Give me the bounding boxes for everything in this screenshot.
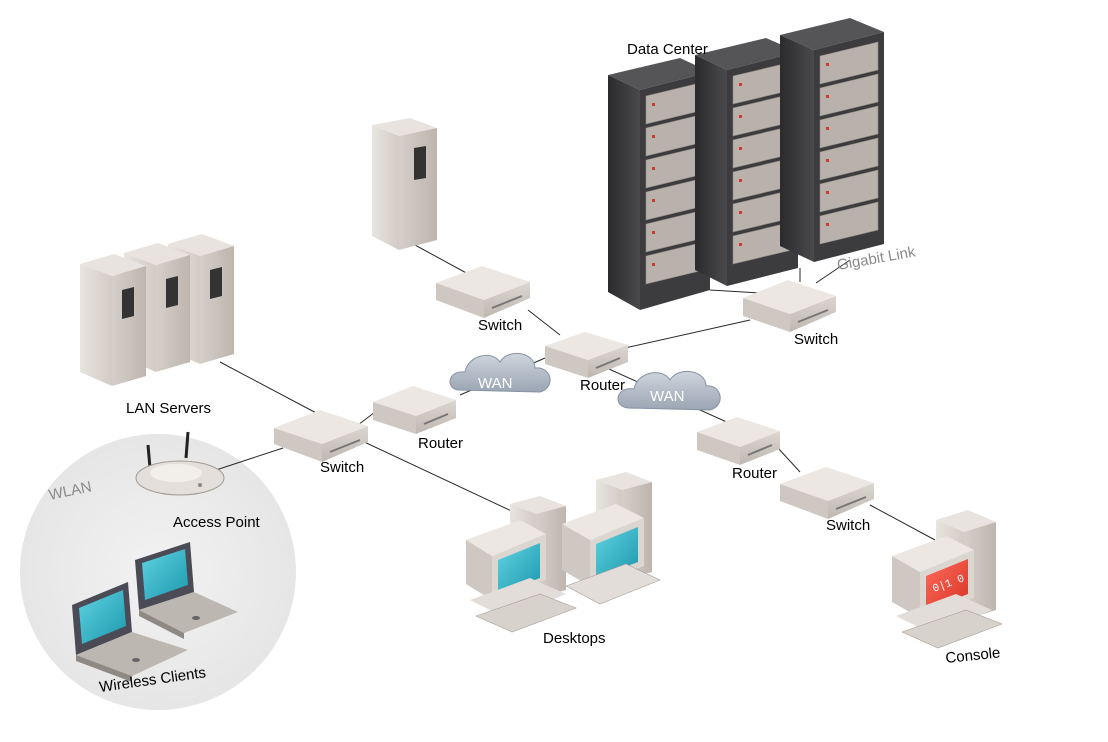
router-left	[373, 386, 456, 434]
switch-right-label: Switch	[826, 517, 870, 534]
switch-left-label: Switch	[320, 459, 364, 476]
access-point-label: Access Point	[173, 514, 261, 531]
link-ap-switch-left	[209, 447, 284, 473]
wan-right-label: WAN	[650, 388, 684, 405]
link-switch-left-desktops	[359, 439, 521, 516]
router-left-label: Router	[418, 435, 463, 452]
desktops-label: Desktops	[543, 630, 606, 647]
laptop-2	[135, 542, 238, 639]
lan-servers	[80, 234, 234, 386]
router-center-label: Router	[580, 377, 625, 394]
wan-left-label: WAN	[478, 375, 512, 392]
lan-server-1	[80, 254, 146, 386]
tower-server	[372, 118, 437, 250]
wan-cloud-left	[449, 353, 551, 393]
link-tower-switch-top	[414, 244, 471, 276]
link-servers-switch-left	[219, 361, 321, 416]
switch-right	[780, 467, 874, 519]
switch-top	[436, 266, 530, 318]
data-center-racks	[608, 18, 884, 310]
access-point	[135, 431, 225, 496]
link-rack3-switch-dc	[815, 259, 851, 284]
link-router-left-switch-left	[357, 411, 376, 426]
router-right-label: Router	[732, 465, 777, 482]
link-switch-right-console	[869, 504, 936, 541]
desktop-2	[562, 504, 661, 605]
link-rack1-switch-dc	[709, 289, 761, 294]
link-router-switch-dc	[624, 319, 751, 349]
link-router-right-switch-right	[777, 447, 801, 473]
router-right	[697, 417, 780, 465]
switch-dc	[743, 280, 836, 332]
wan-cloud-right	[617, 371, 721, 411]
console-label: Console	[945, 644, 1002, 667]
data-center-label: Data Center	[627, 41, 708, 58]
lan-servers-label: LAN Servers	[126, 400, 211, 417]
switch-top-label: Switch	[478, 317, 522, 334]
router-center	[545, 332, 628, 378]
switch-left	[274, 410, 368, 462]
desktop-1	[466, 496, 577, 633]
connection-lines	[209, 244, 936, 541]
switch-dc-label: Switch	[794, 331, 838, 348]
link-switch-top-router	[527, 309, 561, 336]
rack-3	[780, 18, 884, 262]
console-workstation: 0|1 0	[892, 510, 1003, 649]
rack-1	[608, 58, 710, 310]
laptop-1	[72, 582, 188, 682]
